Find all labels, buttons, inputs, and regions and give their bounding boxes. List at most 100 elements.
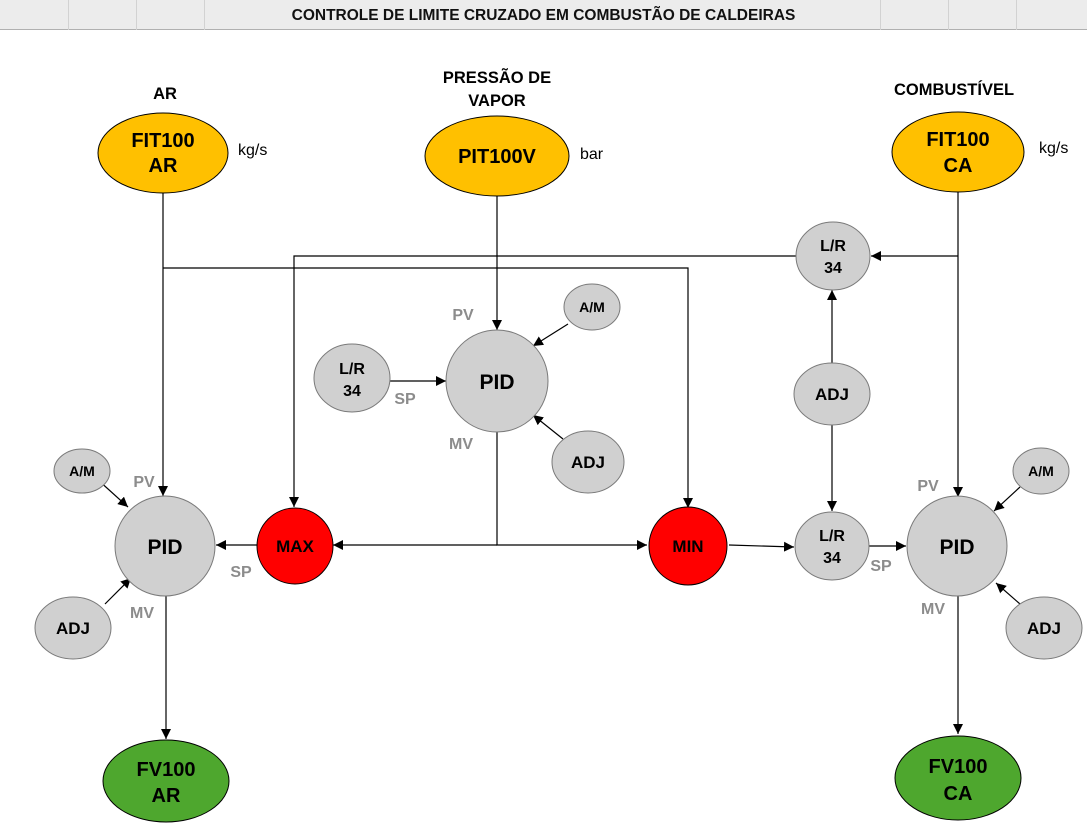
sheet-grid-line (204, 0, 205, 30)
controller-air: PID (114, 495, 216, 597)
ratio-block-pressure-sp: L/R 34 (313, 343, 391, 413)
connector-ratio-to-max (289, 255, 797, 507)
selector-min-label: MIN (672, 537, 703, 556)
ratio-block-fuel-sp: L/R 34 (794, 511, 870, 581)
ratio-block-fuel-top-shape (795, 221, 871, 291)
adj-block-fuel-bias-label: ADJ (815, 385, 849, 404)
adj-block-pressure-shape (551, 430, 625, 494)
sheet-grid-line (68, 0, 69, 30)
ratio-block-fuel-sp-line1: L/R (819, 528, 845, 545)
transmitter-fuel-shape (891, 111, 1025, 193)
adj-block-fuel-bias: ADJ (793, 362, 871, 426)
sheet-grid-line (136, 0, 137, 30)
controller-fuel-label: PID (939, 536, 974, 559)
selector-max: MAX (256, 507, 334, 585)
ratio-block-pressure-sp-shape (313, 343, 391, 413)
adj-block-fuel-shape (1005, 596, 1083, 660)
port-label-pressure-pv: PV (452, 307, 474, 324)
heading-pressure-line2: VAPOR (468, 92, 526, 110)
transmitter-pressure: PIT100V (424, 115, 570, 197)
controller-pressure: PID (445, 329, 549, 433)
ratio-block-fuel-sp-shape (794, 511, 870, 581)
selector-max-label: MAX (276, 537, 314, 556)
transmitter-pressure-tag: PIT100V (458, 146, 536, 168)
port-label-pressure-sp: SP (394, 391, 416, 408)
sheet-grid-line (880, 0, 881, 30)
am-block-pressure-label: A/M (579, 299, 605, 315)
valve-fuel-service: CA (944, 783, 973, 805)
am-block-pressure: A/M (563, 283, 621, 331)
adj-block-air-label: ADJ (56, 619, 90, 638)
ratio-block-fuel-sp-line2: 34 (823, 550, 841, 567)
ratio-block-pressure-sp-line2: 34 (343, 383, 361, 400)
unit-pressure: bar (580, 146, 604, 163)
heading-air: AR (153, 85, 177, 103)
valve-fuel: FV100 CA (894, 735, 1022, 821)
transmitter-fuel-service: CA (944, 155, 973, 177)
connectors (96, 192, 1021, 739)
controller-air-shape (114, 495, 216, 597)
adj-block-fuel: ADJ (1005, 596, 1083, 660)
port-label-fuel-pv: PV (917, 478, 939, 495)
transmitter-air-service: AR (149, 155, 178, 177)
am-block-fuel-shape (1012, 447, 1070, 495)
connector-fuel-am (993, 486, 1021, 512)
connector-fuel-adj (995, 582, 1021, 605)
am-block-air-shape (53, 448, 111, 494)
ratio-block-fuel-top-line2: 34 (824, 260, 842, 277)
am-block-air: A/M (53, 448, 111, 494)
ratio-block-pressure-sp-line1: L/R (339, 361, 365, 378)
heading-fuel: COMBUSTÍVEL (894, 80, 1014, 99)
connector-air-to-min (163, 267, 693, 508)
port-label-fuel-sp: SP (870, 558, 892, 575)
selector-min: MIN (648, 506, 728, 586)
am-block-air-label: A/M (69, 463, 95, 479)
adj-block-pressure: ADJ (551, 430, 625, 494)
ratio-block-fuel-top: L/R 34 (795, 221, 871, 291)
transmitter-air-tag: FIT100 (131, 130, 194, 152)
transmitter-pressure-shape (424, 115, 570, 197)
am-block-pressure-shape (563, 283, 621, 331)
valve-fuel-tag: FV100 (929, 756, 988, 778)
am-block-fuel-label: A/M (1028, 463, 1054, 479)
controller-fuel-shape (906, 495, 1008, 597)
port-label-fuel-mv: MV (921, 601, 945, 618)
valve-air: FV100 AR (102, 739, 230, 823)
connector-air-adj (104, 577, 132, 605)
port-label-air-mv: MV (130, 605, 154, 622)
connector-min-to-ratio (728, 541, 795, 552)
unit-air: kg/s (238, 142, 267, 159)
valve-fuel-shape (894, 735, 1022, 821)
transmitter-air-shape (97, 112, 229, 194)
port-label-pressure-mv: MV (449, 436, 473, 453)
title-bar: CONTROLE DE LIMITE CRUZADO EM COMBUSTÃO … (0, 0, 1087, 30)
transmitter-air: FIT100 AR (97, 112, 229, 194)
adj-block-air-shape (34, 596, 112, 660)
page-title: CONTROLE DE LIMITE CRUZADO EM COMBUSTÃO … (291, 7, 796, 24)
connector-pressure-adj (532, 414, 564, 440)
unit-fuel: kg/s (1039, 140, 1068, 157)
adj-block-air: ADJ (34, 596, 112, 660)
valve-air-tag: FV100 (137, 759, 196, 781)
sheet-grid-line (948, 0, 949, 30)
adj-block-fuel-bias-shape (793, 362, 871, 426)
adj-block-fuel-label: ADJ (1027, 619, 1061, 638)
connector-pressure-am (532, 323, 569, 347)
controller-pressure-label: PID (479, 371, 514, 394)
controller-air-label: PID (147, 536, 182, 559)
controller-fuel: PID (906, 495, 1008, 597)
am-block-fuel: A/M (1012, 447, 1070, 495)
port-label-air-pv: PV (133, 474, 155, 491)
sheet-grid-line (1016, 0, 1017, 30)
controller-pressure-shape (445, 329, 549, 433)
valve-air-shape (102, 739, 230, 823)
transmitter-fuel: FIT100 CA (891, 111, 1025, 193)
adj-block-pressure-label: ADJ (571, 453, 605, 472)
heading-pressure-line1: PRESSÃO DE (443, 67, 551, 87)
selector-max-shape (256, 507, 334, 585)
selector-min-shape (648, 506, 728, 586)
port-label-air-sp: SP (230, 564, 252, 581)
valve-air-service: AR (152, 785, 181, 807)
transmitter-fuel-tag: FIT100 (926, 129, 989, 151)
